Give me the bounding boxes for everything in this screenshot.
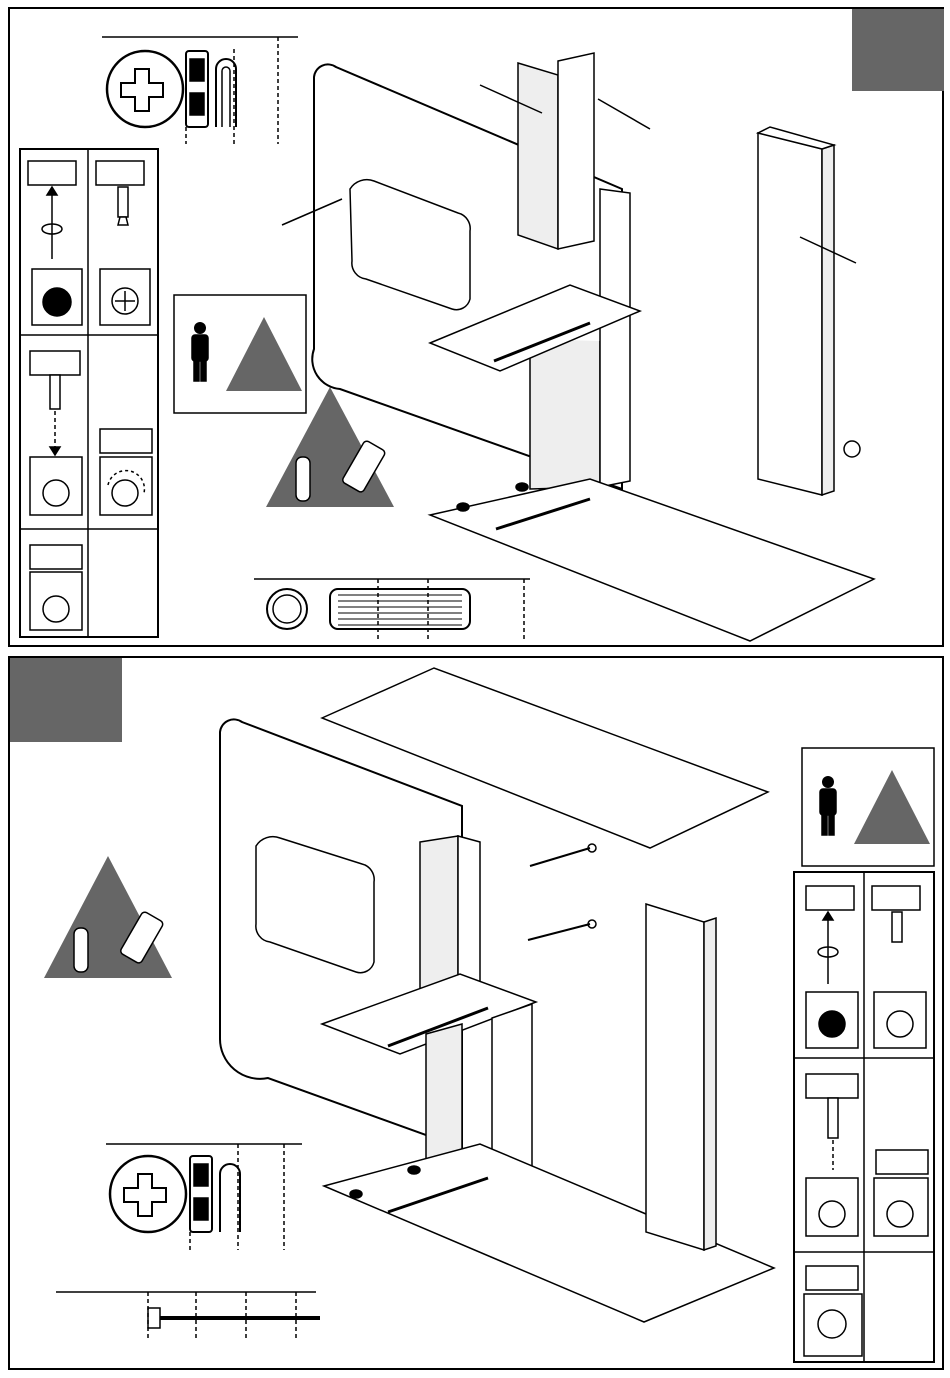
- cam-lock-instructions-2: [794, 872, 934, 1362]
- two-person-warning: [174, 295, 306, 413]
- cam-lock-side-icon: [186, 51, 236, 127]
- screw-icon: [528, 844, 596, 940]
- glue-warning-icon-2: GLUE: [44, 856, 172, 978]
- cam-lock-instructions: [20, 149, 158, 637]
- two-person-warning-2: [802, 748, 934, 866]
- cam-lock-icon: [844, 441, 860, 457]
- screw-legend: [56, 1292, 320, 1338]
- step-1-illustration: GLUE: [10, 9, 944, 647]
- dowel-legend: [254, 579, 530, 639]
- screwdriver-legend-2: [106, 1144, 302, 1250]
- step-2-illustration: GLUE: [10, 658, 944, 1370]
- step-1-panel: GLUE: [8, 7, 944, 647]
- step-2-panel: GLUE: [8, 656, 944, 1370]
- screwdriver-legend: [102, 37, 298, 144]
